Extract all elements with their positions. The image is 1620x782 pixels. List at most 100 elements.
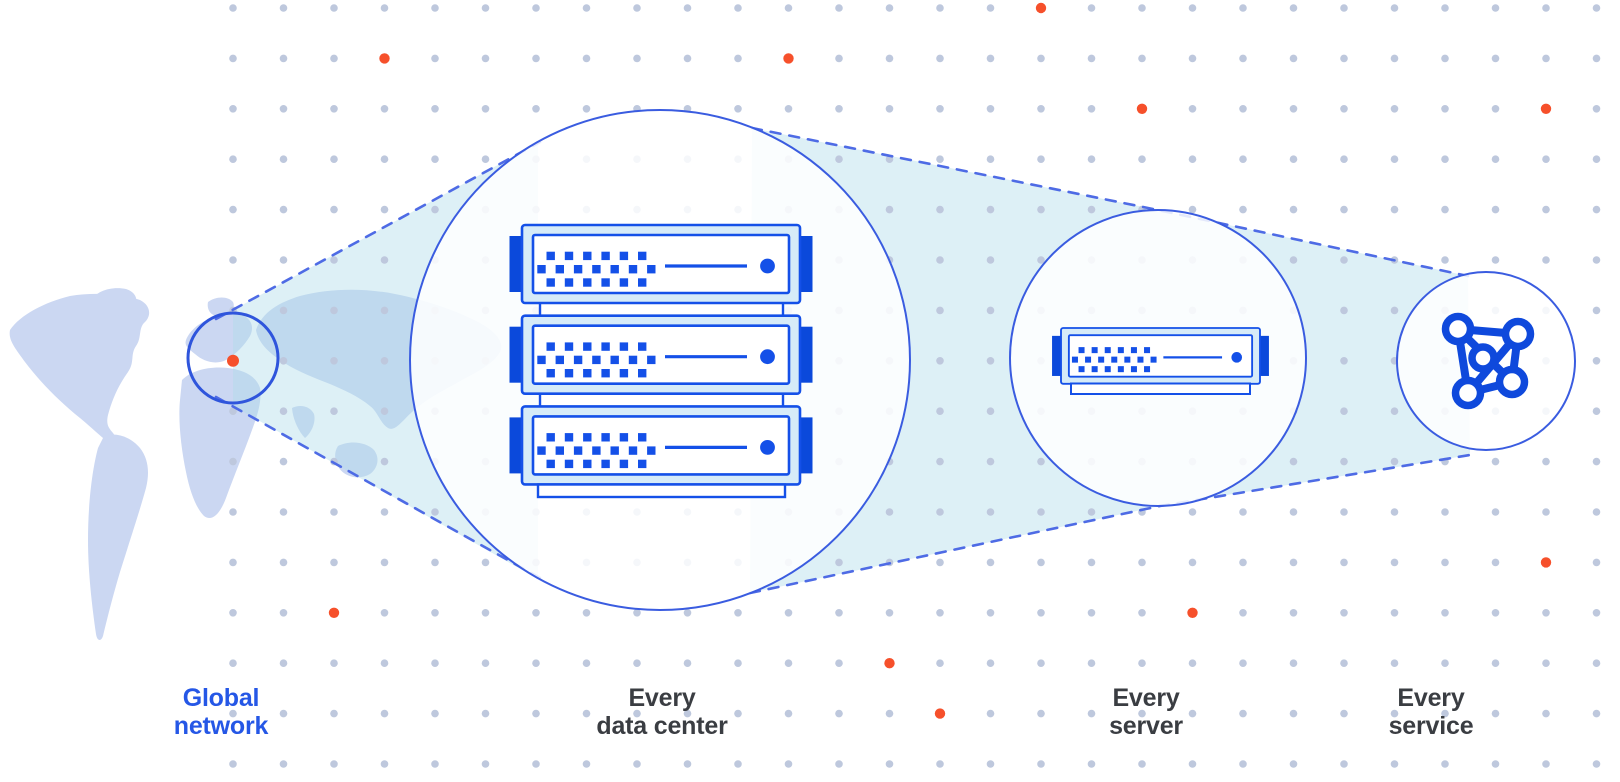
accent-dot [379,53,390,64]
grid-dot [986,760,995,768]
grid-dot [986,306,995,315]
grid-dot [1037,155,1045,163]
grid-dot [1542,457,1550,466]
grid-dot [380,659,389,667]
grid-dot [1542,256,1550,264]
grid-dot [582,659,591,667]
grid-dot [431,54,439,63]
grid-dot [683,609,692,617]
label-every-data-center: Every data center [596,684,728,740]
grid-dot [784,609,793,617]
label-every-service: Every service [1388,684,1474,740]
grid-dot [1289,508,1298,516]
grid-dot [1289,558,1298,567]
grid-dot [1188,760,1197,768]
grid-dot [380,256,389,264]
grid-dot [279,54,288,63]
grid-dot [1390,407,1399,416]
grid-dot [734,609,742,617]
grid-dot [1340,709,1348,718]
grid-dot [1390,306,1399,315]
grid-dot [885,54,894,63]
grid-dot [229,256,237,264]
grid-dot [330,709,338,718]
grid-dot [481,659,490,667]
grid-dot [330,357,338,365]
server-base [1070,382,1251,395]
grid-dot [1289,155,1298,163]
grid-dot [1441,105,1449,113]
grid-dot [936,659,944,667]
grid-dot [1037,659,1045,667]
grid-dot [1592,105,1601,113]
grid-dot [279,558,288,567]
grid-dot [1239,760,1247,768]
grid-dot [936,508,944,516]
grid-dot [279,457,288,466]
grid-dot [633,4,641,12]
grid-dot [936,306,944,315]
grid-dot [986,357,995,365]
grid-dot [1390,105,1399,113]
grid-dot [330,256,338,264]
grid-dot [1542,155,1550,163]
grid-dot [229,558,237,567]
grid-dot [1542,54,1550,63]
grid-dot [330,659,338,667]
grid-dot [1289,205,1298,214]
grid-dot [936,4,944,12]
grid-dot [1390,457,1399,466]
grid-dot [1087,558,1096,567]
grid-dot [279,609,288,617]
map-greenland [91,288,137,316]
label-every-server: Every server [1109,684,1183,740]
grid-dot [481,54,490,63]
grid-dot [936,558,944,567]
grid-dot [229,508,237,516]
grid-dot [1340,407,1348,416]
grid-dot [885,205,894,214]
grid-dot [1239,205,1247,214]
grid-dot [835,4,843,12]
grid-dot [936,155,944,163]
grid-dot [1188,205,1197,214]
grid-dot [986,155,995,163]
grid-dot [1087,508,1096,516]
grid-dot [582,105,591,113]
grid-dot [1390,155,1399,163]
grid-dot [1340,4,1348,12]
grid-dot [986,609,995,617]
map-north-america [9,293,150,442]
grid-dot [229,155,237,163]
grid-dot [1592,508,1601,516]
grid-dot [1289,4,1298,12]
grid-dot [229,54,237,63]
grid-dot [582,4,591,12]
grid-dot [279,306,288,315]
grid-dot [1491,558,1500,567]
grid-dot [532,54,540,63]
grid-dot [1037,558,1045,567]
grid-dot [1188,4,1197,12]
grid-dot [835,709,843,718]
grid-dot [431,760,439,768]
grid-dot [936,256,944,264]
grid-dot [1592,609,1601,617]
grid-dot [1340,457,1348,466]
grid-dot [1592,155,1601,163]
grid-dot [1542,760,1550,768]
grid-dot [431,508,439,516]
map-australia [335,442,378,478]
grid-dot [1441,256,1449,264]
grid-dot [1542,709,1550,718]
grid-dot [279,709,288,718]
grid-dot [986,54,995,63]
grid-dot [936,357,944,365]
grid-dot [1239,105,1247,113]
grid-dot [885,709,894,718]
grid-dot [835,760,843,768]
grid-dot [481,558,490,567]
grid-dot [1037,457,1045,466]
grid-dot [1542,659,1550,667]
